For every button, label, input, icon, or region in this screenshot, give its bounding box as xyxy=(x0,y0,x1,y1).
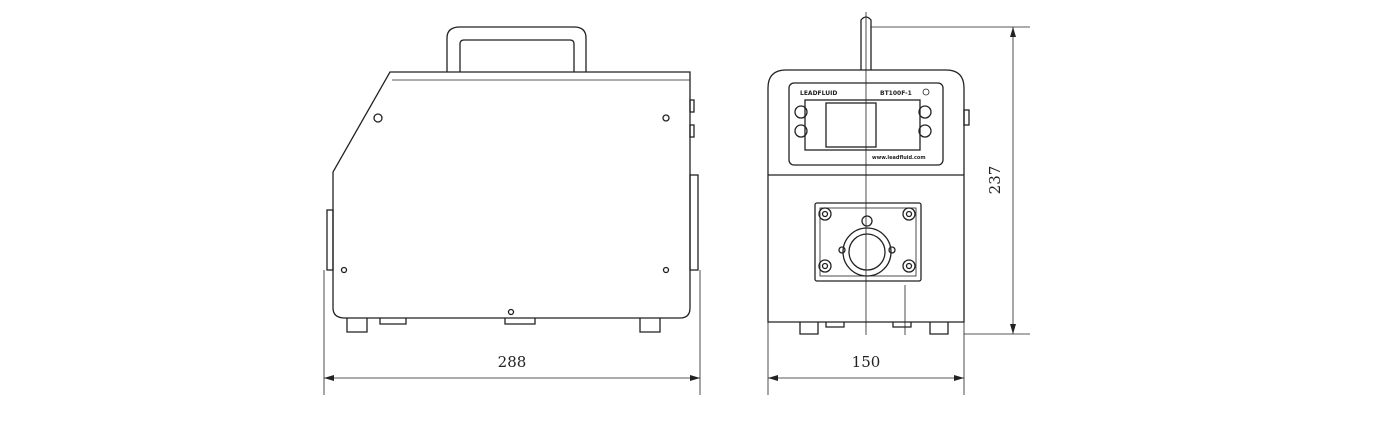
display-screen xyxy=(825,102,877,148)
website-label: www.leadfluid.com xyxy=(872,155,926,161)
pump-head xyxy=(814,202,922,282)
speed-button-left[interactable] xyxy=(794,105,808,119)
side-body xyxy=(332,71,691,319)
start-button[interactable] xyxy=(794,124,808,138)
menu-button[interactable] xyxy=(918,124,932,138)
speed-button-right[interactable] xyxy=(918,105,932,119)
height-dimension: 237 xyxy=(986,166,1004,195)
front-width-dimension: 150 xyxy=(852,353,881,371)
model-label: BT100F-1 xyxy=(880,90,912,97)
display-frame xyxy=(804,99,921,151)
front-body xyxy=(767,69,965,323)
pump-head-screws xyxy=(818,207,916,273)
brand-logo: LEADFLUID xyxy=(800,90,837,97)
front-view: LEADFLUID BT100F-1 www.leadfluid.com 150 xyxy=(767,12,1030,395)
side-length-dimension: 288 xyxy=(498,353,527,371)
side-view: 288 xyxy=(323,26,701,395)
side-handle xyxy=(446,26,587,72)
